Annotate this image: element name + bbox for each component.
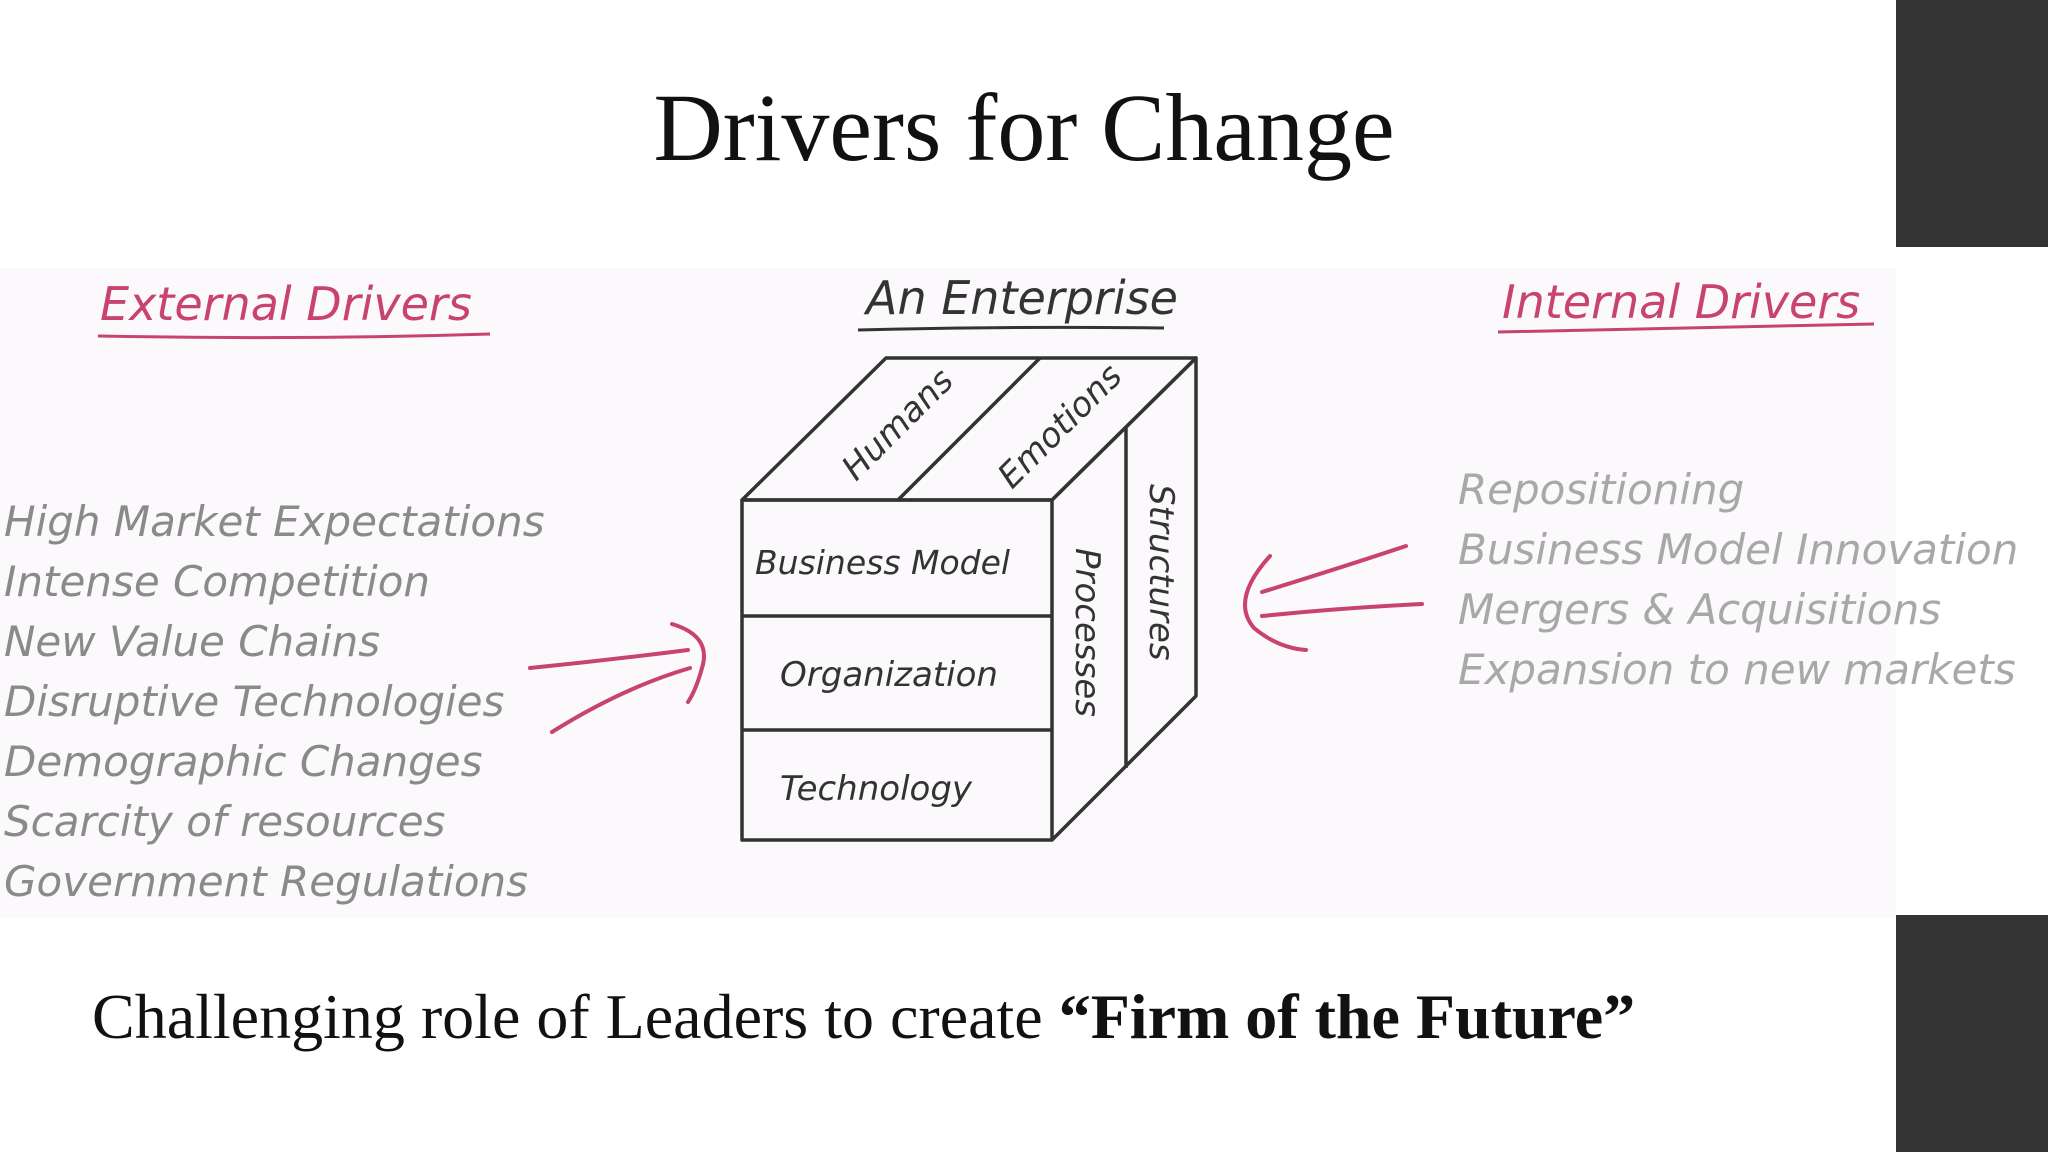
cube-top-divider [896,356,1042,502]
cube-front-label: Organization [780,655,998,695]
slide-title: Drivers for Change [653,74,1395,181]
cube-top-label: Humans [834,361,962,489]
caption-emphasis: “Firm of the Future” [1058,981,1636,1052]
internal-driver-item: Expansion to new markets [1458,645,2016,694]
caption-text: Challenging role of Leaders to create [92,981,1059,1052]
internal-drivers-list: Repositioning Business Model Innovation … [1458,465,2018,694]
decorative-corner-block-bottom [1896,915,2048,1152]
external-drivers-heading: External Drivers [100,277,472,331]
enterprise-cube [740,356,1198,842]
external-drivers-list: High Market Expectations Intense Competi… [4,497,545,906]
enterprise-heading-underline [857,325,1165,332]
enterprise-heading: An Enterprise [863,271,1178,325]
internal-drivers-heading: Internal Drivers [1502,275,1860,329]
external-driver-item: Government Regulations [4,857,528,906]
external-driver-item: Intense Competition [4,557,430,606]
internal-heading-underline [1497,322,1875,334]
external-driver-item: Scarcity of resources [4,797,445,846]
slide-caption: Challenging role of Leaders to create “F… [92,980,1635,1054]
cube-side-label: Structures [1141,484,1181,661]
external-driver-item: Demographic Changes [4,737,483,786]
internal-driver-item: Business Model Innovation [1458,525,2018,574]
diagram-background [0,268,1896,918]
decorative-corner-block-top [1896,0,2048,247]
external-heading-underline [97,332,491,340]
internal-driver-item: Repositioning [1458,465,1744,514]
internal-driver-item: Mergers & Acquisitions [1458,585,1941,634]
cube-top-label: Emotions [990,356,1130,496]
cube-front-label: Technology [780,769,973,809]
external-arrow [528,622,706,734]
external-driver-item: High Market Expectations [4,497,545,546]
internal-arrow [1243,544,1424,652]
cube-front-label: Business Model [755,543,1010,582]
external-driver-item: Disruptive Technologies [4,677,504,726]
cube-side-label: Processes [1067,548,1107,717]
external-driver-item: New Value Chains [4,617,380,666]
cube-side-face [1050,356,1198,842]
